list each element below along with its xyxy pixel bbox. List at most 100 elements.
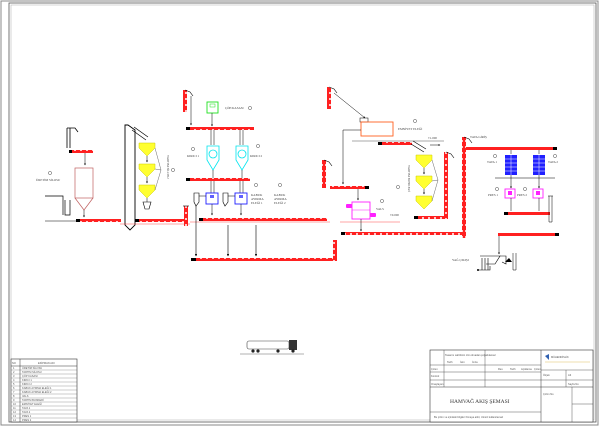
equipment-marker-icon	[278, 183, 282, 187]
row-label-drawn: Çizen	[431, 367, 438, 371]
production-silo-section: ÜRETİM SİLOSU	[36, 127, 121, 222]
screw-conveyor	[71, 150, 93, 153]
press-1[interactable]	[504, 188, 516, 199]
legend-row: 14 PRES 2	[11, 418, 77, 423]
screw-conveyor	[190, 178, 250, 181]
crusher-1-label: KIRICI 1	[187, 154, 200, 158]
legend-row-name: KABUK AYIRMA ELEĞİ 2	[22, 389, 52, 394]
legend-row-no: 9	[13, 398, 15, 402]
weighing-silo-label: TARTIM SİLOSU	[166, 155, 171, 179]
sheet-label: Sayfa No	[568, 382, 579, 386]
revision-desc-label: Açıklama	[521, 367, 532, 371]
bucket-elevator[interactable]	[322, 160, 326, 188]
husk-sieve-1-label: ELEĞİ 1	[251, 200, 263, 205]
legend-row-no: 12	[13, 410, 16, 414]
legend-row-no: 2	[13, 370, 15, 374]
mill-section: EMNİYET ELEĞİ ±1.000 VALS ±0.000	[322, 86, 473, 238]
pan-2-label: TAVA 2	[548, 160, 558, 164]
husk-sieve-1-label: KABUK	[251, 193, 263, 197]
legend-row-name: PRES 2	[22, 418, 32, 422]
equipment-marker-icon	[380, 199, 384, 203]
bucket-elevator[interactable]	[183, 90, 187, 112]
scrap-box-label: ÇÖP/KASASI	[225, 105, 244, 110]
roller-mill-label: VALS	[376, 207, 384, 211]
equipment-marker-icon	[48, 171, 52, 175]
husk-sieve-2-label: AYIRMA	[274, 197, 287, 201]
bucket-elevator[interactable]	[184, 206, 188, 226]
equipment-marker-icon	[248, 106, 252, 110]
screw-conveyor	[203, 218, 327, 221]
legend-header-name: EKİPMAN ADI	[38, 360, 55, 365]
legend-row-no: 14	[13, 418, 16, 422]
screw-conveyor	[196, 258, 336, 261]
cyclone	[222, 192, 229, 207]
equipment-marker-icon	[191, 147, 195, 151]
logo-text: MÜHENDİSLİK	[551, 354, 569, 359]
bucket-elevator[interactable]	[327, 87, 331, 109]
screw-conveyor	[382, 142, 412, 145]
legend-row-no: 11	[13, 406, 16, 410]
oil-outlet-manifold[interactable]	[477, 253, 517, 271]
screw-conveyor	[79, 219, 121, 222]
level-1-label: ±1.000	[428, 136, 437, 140]
production-silo[interactable]	[74, 167, 94, 211]
screw-conveyor	[138, 219, 186, 222]
revision-date-label: Tarih	[510, 367, 516, 371]
oil-conveyor	[498, 233, 556, 236]
crusher-1[interactable]	[206, 145, 220, 171]
legend-row-name: TAVA 2	[22, 410, 31, 414]
legend-row-name: KIRICI 1	[22, 378, 32, 382]
bucket-elevator[interactable]	[333, 240, 337, 261]
legend-row-name: ÇÖP KASASI	[22, 374, 38, 378]
drawing-no-label: Çizim No	[543, 392, 554, 396]
husk-sieve-1-label: AYIRMA	[251, 197, 264, 201]
equipment-marker-icon	[254, 183, 258, 187]
cyclone	[193, 192, 200, 207]
legend-row-name: KIRICI 2	[22, 382, 32, 386]
press-2[interactable]	[532, 188, 544, 199]
bucket-elevator[interactable]	[444, 152, 448, 219]
legend-row-name: KABUK AYIRMA ELEĞİ 1	[22, 385, 52, 390]
safety-sieve[interactable]	[360, 121, 394, 137]
legend-row-name: TARTIM BUNKERİ	[22, 397, 44, 402]
equipment-marker-icon	[523, 187, 527, 191]
screw-conveyor	[418, 216, 444, 219]
husk-sieve-1[interactable]	[205, 192, 219, 205]
husk-sieve-2[interactable]	[234, 192, 248, 205]
tanker-truck-icon	[240, 340, 304, 355]
bucket-elevator[interactable]	[124, 124, 136, 231]
scale-label: Ölçek	[543, 373, 550, 377]
crusher-section: ÇÖP/KASASI KIRICI 1 KIRICI 2 K	[183, 89, 337, 261]
pan-2[interactable]	[533, 155, 545, 175]
cake-conveyor	[508, 212, 550, 215]
weighing-silo-bins[interactable]	[138, 142, 162, 210]
scrap-box[interactable]	[206, 101, 219, 114]
pan-feed-conveyor	[466, 147, 554, 150]
husk-sieve-2-label: KABUK	[274, 193, 286, 197]
bucket-elevator[interactable]	[462, 137, 466, 238]
row-label-approved: Onaylayan	[431, 382, 444, 386]
paper-format: A3	[568, 373, 572, 377]
weighing-bunker[interactable]	[415, 154, 439, 210]
crusher-2[interactable]	[235, 145, 249, 171]
row-label-checked: Kontrol	[431, 374, 440, 378]
pan-1[interactable]	[505, 155, 517, 175]
legend-row-no: 13	[13, 414, 16, 418]
equipment-marker-icon	[396, 185, 400, 189]
roller-mill[interactable]	[346, 201, 376, 220]
equipment-marker-icon	[553, 154, 557, 158]
weighing-bunker-label: TARTIM BUNKERİ	[407, 165, 412, 192]
screw-conveyor	[330, 186, 365, 189]
